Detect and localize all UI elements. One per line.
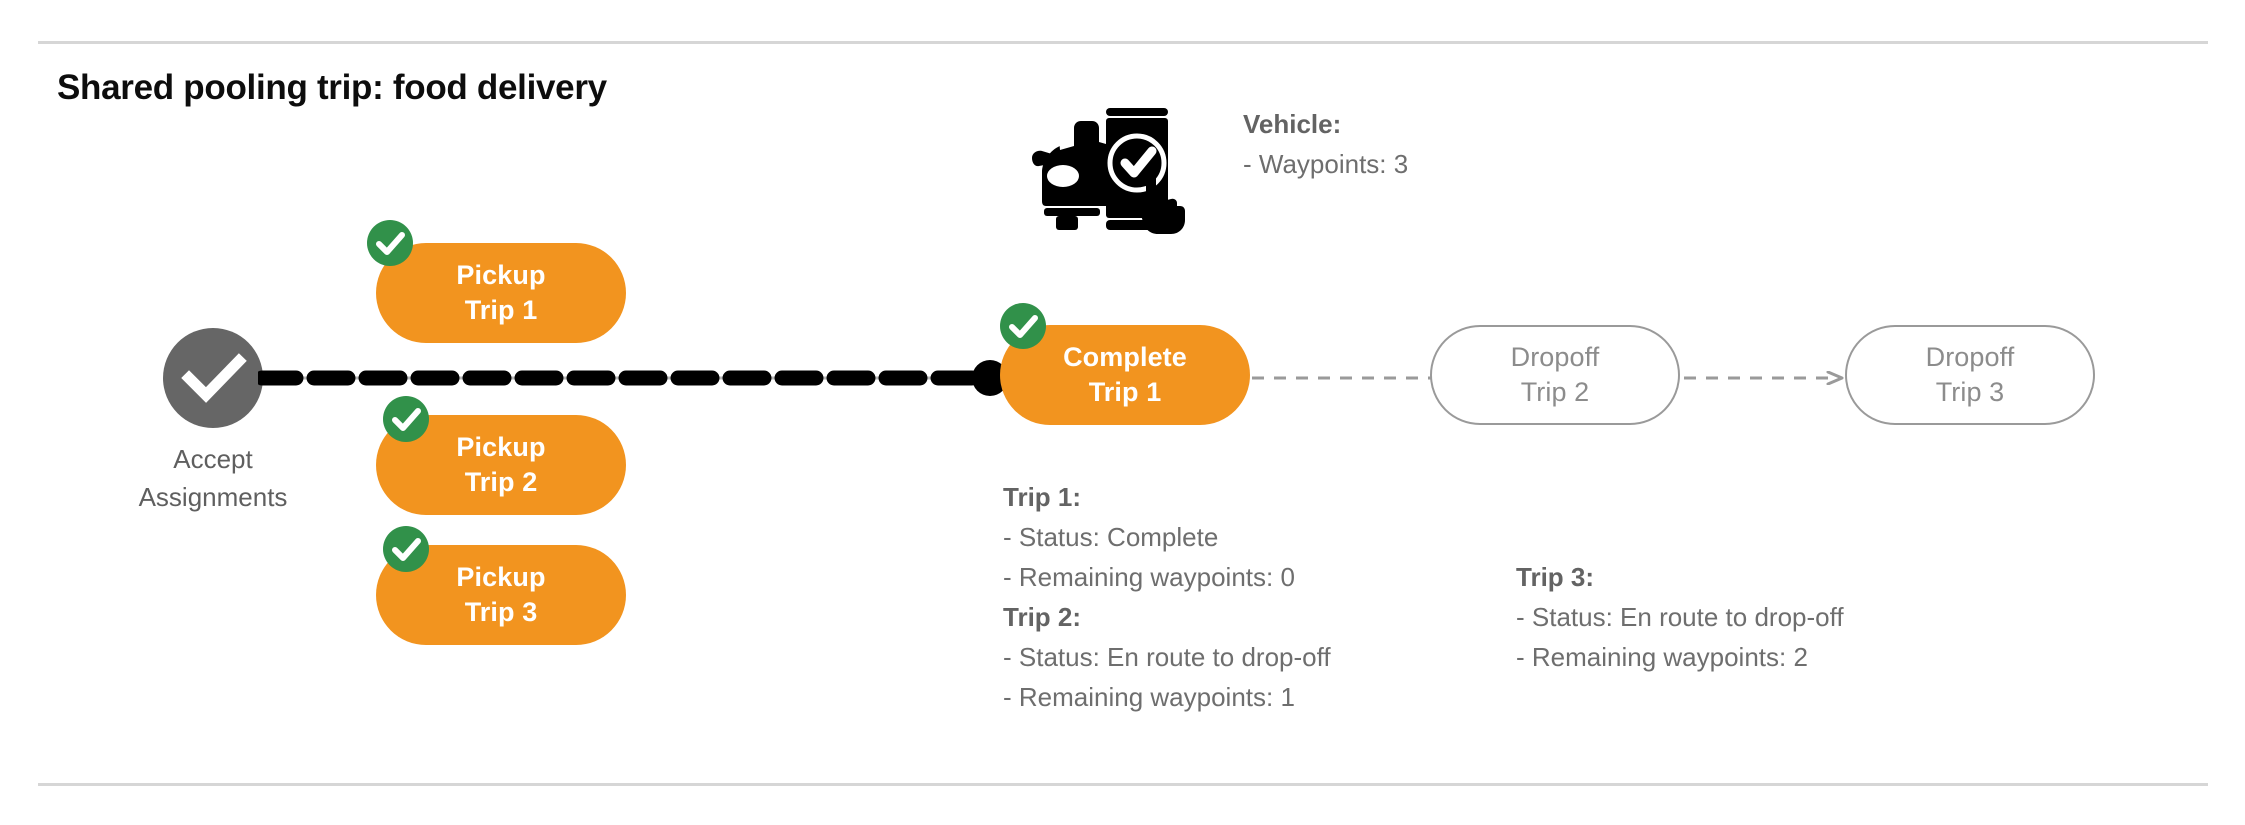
dropoff-trip-2-line-2: Trip 2 bbox=[1520, 377, 1590, 407]
dropoff-trip-3-line-2: Trip 3 bbox=[1935, 377, 2005, 407]
page-title: Shared pooling trip: food delivery bbox=[57, 68, 607, 107]
trip-3-remaining-waypoints: - Remaining waypoints: 2 bbox=[1516, 642, 1808, 672]
check-badge-icon-pickup-2 bbox=[383, 396, 429, 442]
pickup-trip-3-line-1: Pickup bbox=[456, 562, 546, 592]
dropoff-trip-2-node[interactable]: Dropoff Trip 2 bbox=[1430, 325, 1680, 425]
bottom-divider bbox=[38, 783, 2208, 786]
pickup-trip-2-line-2: Trip 2 bbox=[464, 467, 538, 497]
vehicle-info-heading: Vehicle: bbox=[1243, 109, 1342, 139]
trip-details-left: Trip 1: - Status: Complete - Remaining w… bbox=[1003, 477, 1331, 717]
dropoff-trip-3-line-1: Dropoff bbox=[1925, 342, 2015, 372]
accept-assignments-node[interactable] bbox=[163, 328, 263, 428]
check-badge-icon-complete-1 bbox=[1000, 303, 1046, 349]
trip-1-heading: Trip 1: bbox=[1003, 482, 1082, 512]
vehicle-info: Vehicle: - Waypoints: 3 bbox=[1243, 104, 1408, 184]
check-badge-icon-pickup-3 bbox=[383, 526, 429, 572]
complete-trip-1-line-2: Trip 1 bbox=[1088, 377, 1162, 407]
trip-2-heading: Trip 2: bbox=[1003, 602, 1082, 632]
accept-assignments-label-line-2: Assignments bbox=[138, 482, 288, 512]
connector-complete-to-dropoff-2 bbox=[1252, 371, 1432, 385]
complete-trip-1-line-1: Complete bbox=[1063, 342, 1187, 372]
trip-2-status: - Status: En route to drop-off bbox=[1003, 642, 1331, 672]
complete-trip-1-node[interactable]: Complete Trip 1 bbox=[1000, 325, 1250, 425]
pickup-trip-2-line-1: Pickup bbox=[456, 432, 546, 462]
pickup-trip-1-node[interactable]: Pickup Trip 1 bbox=[376, 243, 626, 343]
pickup-trip-1-line-1: Pickup bbox=[456, 260, 546, 290]
accept-assignments-label: Accept Assignments bbox=[93, 440, 333, 516]
trip-3-heading: Trip 3: bbox=[1516, 562, 1595, 592]
dropoff-trip-2-line-1: Dropoff bbox=[1510, 342, 1600, 372]
main-route-connector bbox=[258, 365, 998, 391]
check-badge-icon-pickup-1 bbox=[367, 220, 413, 266]
vehicle-info-waypoints: - Waypoints: 3 bbox=[1243, 149, 1409, 179]
top-divider bbox=[38, 41, 2208, 44]
dropoff-trip-3-node[interactable]: Dropoff Trip 3 bbox=[1845, 325, 2095, 425]
trip-1-status: - Status: Complete bbox=[1003, 522, 1219, 552]
trip-3-status: - Status: En route to drop-off bbox=[1516, 602, 1844, 632]
car-phone-check-icon bbox=[1030, 88, 1205, 248]
pickup-trip-3-line-2: Trip 3 bbox=[464, 597, 538, 627]
trip-details-right: Trip 3: - Status: En route to drop-off -… bbox=[1516, 557, 1844, 677]
connector-dropoff-2-to-dropoff-3 bbox=[1684, 371, 1847, 385]
pickup-trip-1-line-2: Trip 1 bbox=[464, 295, 538, 325]
accept-assignments-label-line-1: Accept bbox=[173, 444, 253, 474]
check-circle-icon bbox=[163, 328, 263, 428]
trip-1-remaining-waypoints: - Remaining waypoints: 0 bbox=[1003, 562, 1295, 592]
trip-2-remaining-waypoints: - Remaining waypoints: 1 bbox=[1003, 682, 1295, 712]
